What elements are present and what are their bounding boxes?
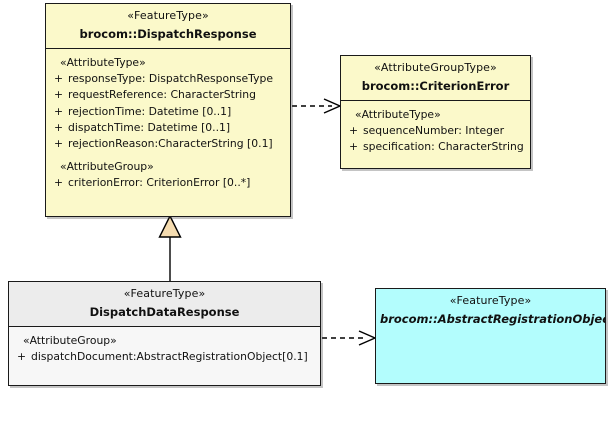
class-name: brocom::CriterionError <box>361 78 510 93</box>
attribute-group-label: «AttributeGroup» <box>23 333 117 347</box>
dependency-connector-criterion-error[interactable] <box>292 98 342 114</box>
attribute-text: criterionError: CriterionError [0..*] <box>68 175 251 189</box>
attribute-row[interactable]: + dispatchTime: Datetime [0..1] <box>50 120 286 136</box>
class-stereotype: «FeatureType» <box>127 9 209 22</box>
attribute-text: rejectionReason:CharacterString [0.1] <box>68 137 273 151</box>
class-name: brocom::AbstractRegistrationObject <box>380 311 606 326</box>
class-name: DispatchDataResponse <box>89 304 240 319</box>
attribute-group-label: «AttributeType» <box>355 107 441 121</box>
attribute-text: requestReference: CharacterString <box>68 88 257 102</box>
attribute-row[interactable]: + specification: CharacterString <box>345 139 526 155</box>
class-stereotype: «FeatureType» <box>123 287 206 300</box>
attribute-text: specification: CharacterString <box>363 140 524 154</box>
class-attributes-compartment: «AttributeType» + responseType: Dispatch… <box>46 48 290 216</box>
class-header: «FeatureType» brocom::AbstractRegistrati… <box>376 289 605 333</box>
attribute-row[interactable]: + sequenceNumber: Integer <box>345 123 526 139</box>
attribute-row[interactable]: + rejectionReason:CharacterString [0.1] <box>50 136 286 152</box>
class-attributes-compartment <box>376 332 605 383</box>
visibility-marker: + <box>54 137 64 151</box>
class-stereotype: «AttributeGroupType» <box>374 61 497 74</box>
attribute-text: dispatchDocument:AbstractRegistrationObj… <box>31 349 308 363</box>
class-header: «AttributeGroupType» brocom::CriterionEr… <box>341 56 530 101</box>
open-arrowhead <box>358 330 377 346</box>
attribute-row[interactable]: + rejectionTime: Datetime [0..1] <box>50 104 286 120</box>
attribute-text: rejectionTime: Datetime [0..1] <box>68 104 232 118</box>
visibility-marker: + <box>349 140 359 154</box>
attribute-row[interactable]: + requestReference: CharacterString <box>50 87 286 103</box>
attribute-row[interactable]: + criterionError: CriterionError [0..*] <box>50 175 286 191</box>
uml-class-dispatch-response[interactable]: «FeatureType» brocom::DispatchResponse «… <box>45 3 291 217</box>
attribute-text: dispatchTime: Datetime [0..1] <box>68 120 231 134</box>
attribute-group-label: «AttributeGroup» <box>60 159 154 173</box>
visibility-marker: + <box>54 104 64 118</box>
generalization-connector[interactable] <box>158 214 182 281</box>
uml-class-dispatch-data-response[interactable]: «FeatureType» DispatchDataResponse «Attr… <box>8 281 321 386</box>
uml-class-abstract-registration-object[interactable]: «FeatureType» brocom::AbstractRegistrati… <box>375 288 606 384</box>
class-attributes-compartment: «AttributeGroup» + dispatchDocument:Abst… <box>9 326 320 385</box>
attribute-row[interactable]: + responseType: DispatchResponseType <box>50 71 286 87</box>
class-header: «FeatureType» DispatchDataResponse <box>9 282 320 327</box>
attribute-text: sequenceNumber: Integer <box>363 123 505 137</box>
visibility-marker: + <box>17 349 27 363</box>
visibility-marker: + <box>54 88 64 102</box>
attribute-row[interactable]: + dispatchDocument:AbstractRegistrationO… <box>13 349 316 365</box>
visibility-marker: + <box>54 71 64 85</box>
attribute-text: responseType: DispatchResponseType <box>68 71 273 85</box>
uml-class-criterion-error[interactable]: «AttributeGroupType» brocom::CriterionEr… <box>340 55 531 169</box>
attribute-group-label: «AttributeType» <box>60 55 146 69</box>
open-arrowhead <box>323 98 342 114</box>
dependency-connector-abstract-registration-object[interactable] <box>322 330 377 346</box>
visibility-marker: + <box>349 123 359 137</box>
visibility-marker: + <box>54 175 64 189</box>
class-name: brocom::DispatchResponse <box>79 26 257 41</box>
class-header: «FeatureType» brocom::DispatchResponse <box>46 4 290 49</box>
class-stereotype: «FeatureType» <box>449 294 532 307</box>
class-attributes-compartment: «AttributeType» + sequenceNumber: Intege… <box>341 100 530 168</box>
visibility-marker: + <box>54 120 64 134</box>
hollow-triangle-arrowhead <box>158 214 182 238</box>
